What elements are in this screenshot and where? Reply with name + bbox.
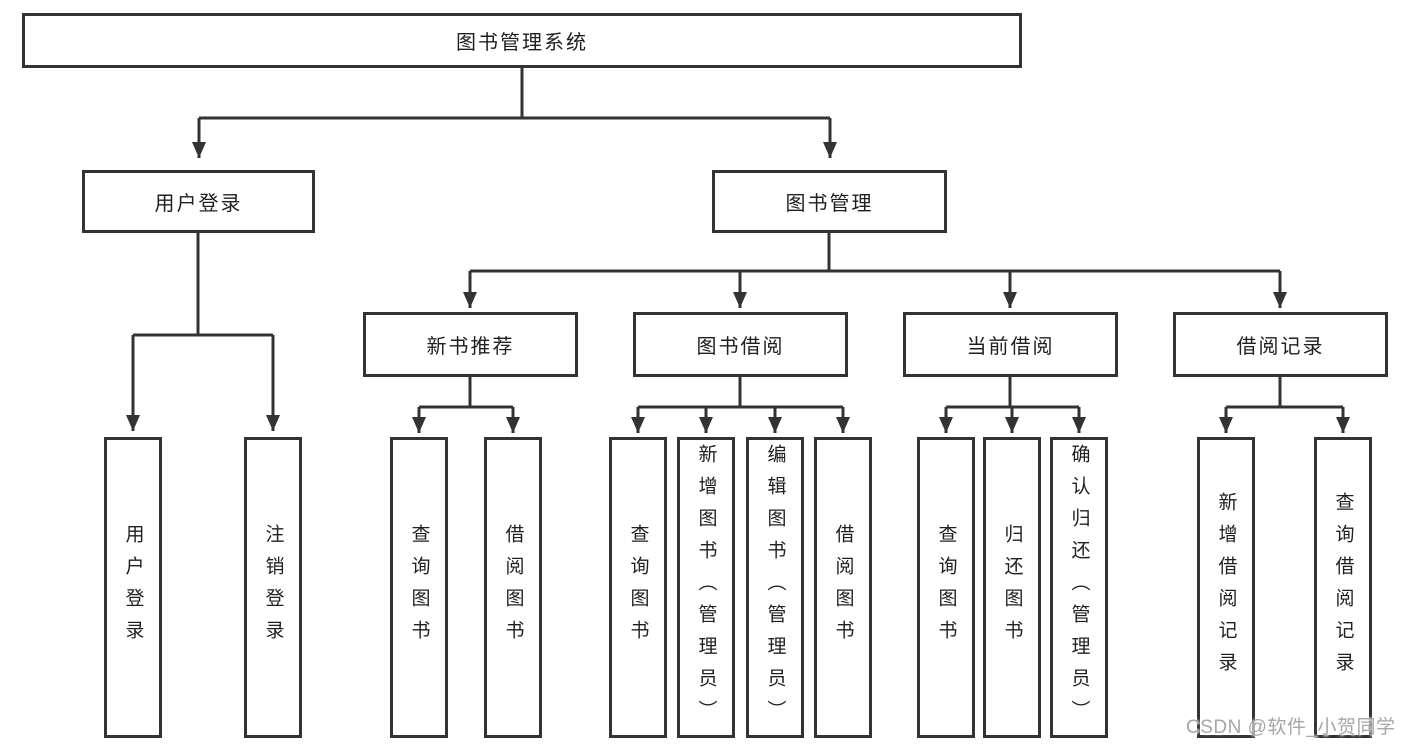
- leaf-recommend-query-books: 查询图书: [390, 437, 448, 738]
- csdn-watermark: CSDN @软件_小贺同学: [1186, 717, 1396, 738]
- leaf-logout: 注销登录: [244, 437, 302, 738]
- leaf-return-books-label: 归还图书: [1001, 523, 1023, 652]
- leaf-add-books-admin-label: 新增图书（管理员）: [695, 443, 717, 732]
- leaf-borrowing-query-books: 查询图书: [609, 437, 667, 738]
- leaf-borrow-books: 借阅图书: [814, 437, 872, 738]
- node-system-root-label: 图书管理系统: [456, 32, 588, 54]
- leaf-user-login-label: 用户登录: [122, 523, 144, 652]
- leaf-query-borrow-record-label: 查询借阅记录: [1332, 491, 1354, 684]
- leaf-recommend-borrow-books: 借阅图书: [484, 437, 542, 738]
- leaf-edit-books-admin-label: 编辑图书（管理员）: [764, 443, 786, 732]
- leaf-query-borrow-record: 查询借阅记录: [1314, 437, 1372, 738]
- leaf-borrowing-query-books-label: 查询图书: [627, 523, 649, 652]
- leaf-confirm-return-admin-label: 确认归还（管理员）: [1068, 443, 1090, 732]
- leaf-edit-books-admin: 编辑图书（管理员）: [746, 437, 804, 738]
- leaf-add-borrow-record: 新增借阅记录: [1197, 437, 1255, 738]
- node-new-book-recommendation: 新书推荐: [363, 312, 578, 377]
- node-book-management-label: 图书管理: [785, 193, 874, 215]
- leaf-current-query-books-label: 查询图书: [935, 523, 957, 652]
- node-current-borrowing-label: 当前借阅: [966, 336, 1055, 358]
- node-system-root: 图书管理系统: [22, 13, 1022, 68]
- leaf-logout-label: 注销登录: [262, 523, 284, 652]
- node-borrowing-records-label: 借阅记录: [1236, 336, 1325, 358]
- leaf-recommend-borrow-books-label: 借阅图书: [502, 523, 524, 652]
- node-new-book-recommendation-label: 新书推荐: [426, 336, 515, 358]
- leaf-add-books-admin: 新增图书（管理员）: [677, 437, 735, 738]
- leaf-recommend-query-books-label: 查询图书: [408, 523, 430, 652]
- leaf-return-books: 归还图书: [983, 437, 1041, 738]
- node-user-login: 用户登录: [82, 170, 315, 233]
- node-book-management: 图书管理: [712, 170, 947, 233]
- node-current-borrowing: 当前借阅: [903, 312, 1118, 377]
- leaf-confirm-return-admin: 确认归还（管理员）: [1050, 437, 1108, 738]
- leaf-borrow-books-label: 借阅图书: [832, 523, 854, 652]
- node-book-borrowing-label: 图书借阅: [696, 336, 785, 358]
- leaf-current-query-books: 查询图书: [917, 437, 975, 738]
- node-book-borrowing: 图书借阅: [633, 312, 848, 377]
- leaf-user-login: 用户登录: [104, 437, 162, 738]
- leaf-add-borrow-record-label: 新增借阅记录: [1215, 491, 1237, 684]
- node-borrowing-records: 借阅记录: [1173, 312, 1388, 377]
- node-user-login-label: 用户登录: [154, 193, 243, 215]
